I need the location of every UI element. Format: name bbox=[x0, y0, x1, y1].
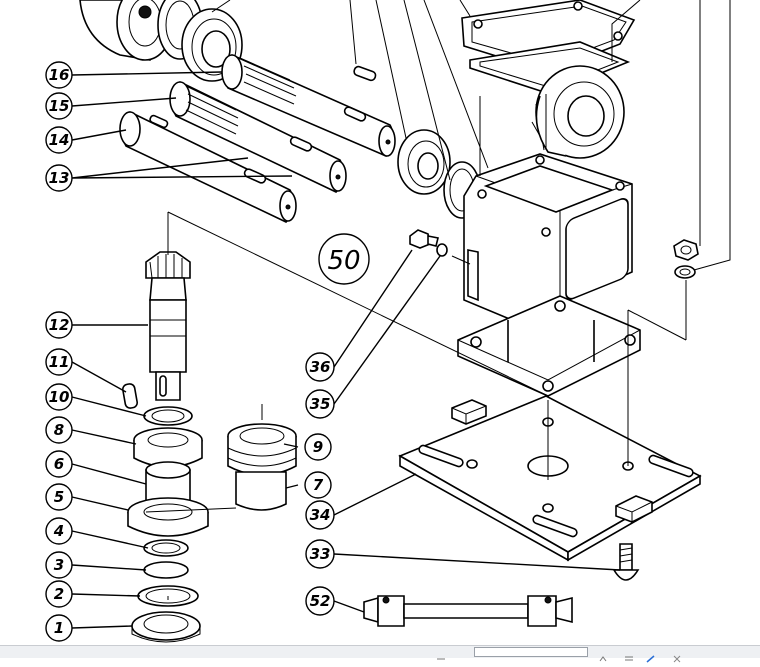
svg-text:34: 34 bbox=[310, 506, 331, 524]
callout-16: 16 bbox=[45, 61, 73, 89]
clamp-block-right bbox=[615, 495, 653, 523]
callout-52: 52 bbox=[305, 586, 335, 616]
svg-text:16: 16 bbox=[49, 66, 70, 84]
drive-shaft-52 bbox=[363, 595, 573, 627]
callout-1: 1 bbox=[45, 614, 73, 642]
callout-9: 9 bbox=[304, 433, 332, 461]
bevel-gear-housing bbox=[531, 65, 625, 159]
callout-33: 33 bbox=[305, 539, 335, 569]
callout-4: 4 bbox=[45, 517, 73, 545]
assembly-number-50: 50 bbox=[318, 233, 370, 285]
gearbox-housing bbox=[463, 153, 633, 342]
callout-12: 12 bbox=[45, 311, 73, 339]
snap-ring-3 bbox=[143, 561, 189, 579]
bolt-33 bbox=[612, 543, 640, 581]
callouts: 16 15 14 13 12 11 10 8 bbox=[45, 61, 335, 642]
svg-text:15: 15 bbox=[49, 97, 70, 115]
base-plate bbox=[398, 395, 702, 562]
callout-36: 36 bbox=[305, 352, 335, 382]
svg-text:52: 52 bbox=[310, 592, 331, 610]
svg-text:14: 14 bbox=[49, 131, 70, 149]
callout-14: 14 bbox=[45, 126, 73, 154]
washer-4 bbox=[143, 539, 189, 557]
leader-lines bbox=[71, 0, 731, 629]
callout-5: 5 bbox=[45, 483, 73, 511]
callout-15: 15 bbox=[45, 92, 73, 120]
svg-text:50: 50 bbox=[327, 246, 360, 276]
callout-2: 2 bbox=[45, 580, 73, 608]
svg-text:12: 12 bbox=[49, 316, 70, 334]
svg-text:5: 5 bbox=[54, 488, 64, 506]
top-gear-hub bbox=[79, 0, 203, 61]
key-11 bbox=[121, 383, 139, 409]
bushing-7 bbox=[235, 471, 287, 511]
callout-10: 10 bbox=[45, 383, 73, 411]
callout-3: 3 bbox=[45, 551, 73, 579]
callout-11: 11 bbox=[45, 348, 73, 376]
key-part bbox=[353, 65, 377, 82]
bearing-5 bbox=[127, 497, 209, 537]
svg-text:13: 13 bbox=[49, 169, 70, 187]
clamp-block-left bbox=[451, 399, 487, 425]
callout-35: 35 bbox=[305, 389, 335, 419]
pinion-gear-12 bbox=[145, 251, 191, 401]
callout-6: 6 bbox=[45, 450, 73, 478]
nav-icon[interactable] bbox=[436, 648, 446, 660]
svg-text:4: 4 bbox=[53, 522, 64, 540]
svg-text:35: 35 bbox=[310, 395, 331, 413]
svg-text:33: 33 bbox=[310, 545, 331, 563]
option-icon[interactable] bbox=[598, 648, 608, 662]
callout-13: 13 bbox=[45, 164, 73, 192]
svg-text:11: 11 bbox=[49, 353, 70, 371]
svg-text:3: 3 bbox=[54, 556, 64, 574]
svg-text:9: 9 bbox=[313, 438, 323, 456]
svg-text:6: 6 bbox=[54, 455, 64, 473]
seal-1 bbox=[131, 611, 201, 643]
svg-text:7: 7 bbox=[313, 476, 324, 494]
svg-text:1: 1 bbox=[54, 619, 64, 637]
callout-34: 34 bbox=[305, 500, 335, 530]
edit-icon[interactable] bbox=[646, 648, 656, 663]
close-icon[interactable] bbox=[672, 648, 682, 663]
svg-text:2: 2 bbox=[54, 585, 64, 603]
callout-8: 8 bbox=[45, 416, 73, 444]
bottom-toolbar bbox=[0, 645, 760, 663]
washer-35 bbox=[436, 243, 448, 257]
svg-text:36: 36 bbox=[310, 358, 331, 376]
nut-right bbox=[673, 239, 699, 279]
bearing-8 bbox=[133, 427, 203, 468]
shaft-bearing bbox=[397, 129, 451, 195]
bolt-36 bbox=[409, 229, 439, 249]
toolbar-search-input[interactable] bbox=[474, 647, 588, 657]
seal-9 bbox=[227, 423, 297, 476]
splined-shaft-middle bbox=[169, 81, 347, 193]
svg-text:8: 8 bbox=[54, 421, 64, 439]
svg-text:10: 10 bbox=[49, 388, 70, 406]
menu-icon[interactable] bbox=[624, 648, 634, 661]
callout-7: 7 bbox=[304, 471, 332, 499]
plain-shaft-lower bbox=[119, 111, 297, 223]
housing-base-flange bbox=[457, 295, 641, 397]
